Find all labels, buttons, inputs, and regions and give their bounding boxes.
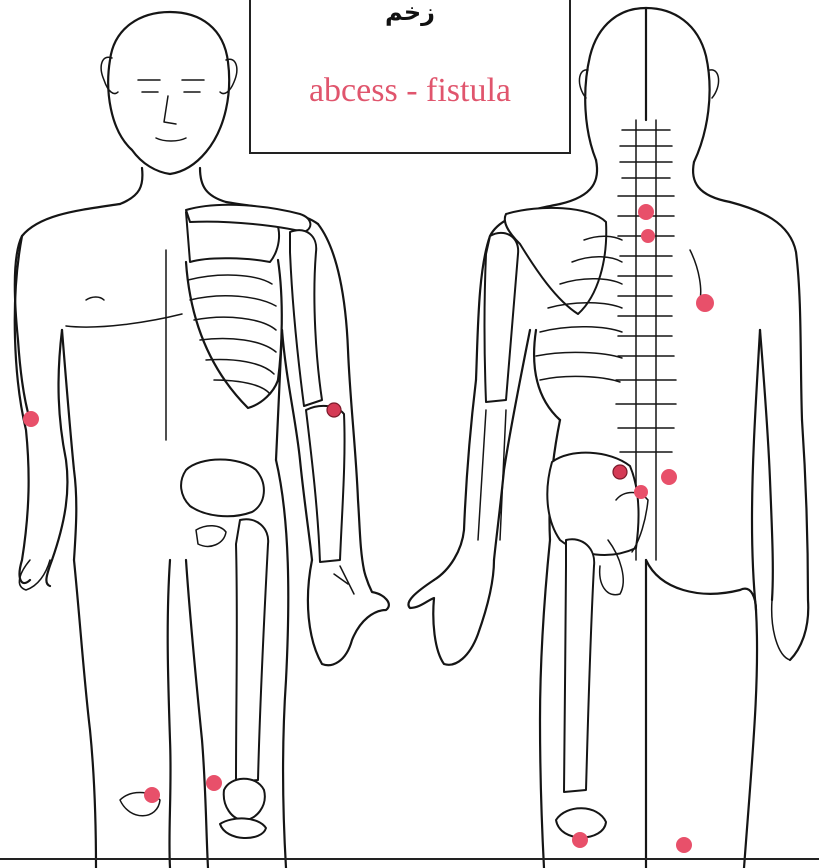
front-nipple xyxy=(86,297,104,300)
back-scapula xyxy=(505,208,606,314)
point-marker xyxy=(327,403,341,417)
front-neck-left xyxy=(120,168,142,204)
back-neck-left xyxy=(560,160,597,204)
back-ear-right xyxy=(710,70,719,98)
back-shoulderblade-right xyxy=(690,250,701,300)
front-knee xyxy=(224,779,265,820)
front-forearm xyxy=(306,406,345,562)
point-marker xyxy=(572,832,588,848)
front-chest-line xyxy=(66,314,182,327)
point-marker xyxy=(641,229,655,243)
back-humerus xyxy=(485,233,519,402)
front-leg-left-inner xyxy=(168,560,171,868)
back-arm-left-outer xyxy=(434,380,476,580)
point-marker xyxy=(661,469,677,485)
front-mouth xyxy=(156,138,186,141)
front-hand-left xyxy=(19,560,50,590)
front-pubis xyxy=(196,526,226,547)
point-marker xyxy=(634,485,648,499)
back-neck-right xyxy=(693,162,730,202)
front-leg-left-outer xyxy=(74,560,96,868)
front-hand-bones xyxy=(334,566,354,594)
back-femur xyxy=(564,539,594,792)
front-femur xyxy=(236,519,268,782)
point-marker xyxy=(696,294,714,312)
point-marker xyxy=(144,787,160,803)
back-hand-right xyxy=(772,600,790,660)
title-box: زخم abcess - fistula xyxy=(249,0,571,154)
front-tibia-head xyxy=(220,818,266,838)
point-marker xyxy=(613,465,627,479)
front-pelvis xyxy=(181,460,264,517)
point-marker xyxy=(676,837,692,853)
front-ribcage xyxy=(186,206,282,408)
point-marker xyxy=(23,411,39,427)
back-waist-right xyxy=(752,330,760,610)
front-leg-right-outer xyxy=(276,460,288,868)
front-nose xyxy=(164,96,176,124)
front-head-outline xyxy=(108,12,229,174)
back-arm-right-outer xyxy=(790,420,808,660)
point-marker xyxy=(206,775,222,791)
arabic-label: زخم xyxy=(251,0,569,26)
back-leg-left-outer xyxy=(540,540,550,868)
bottom-border xyxy=(0,858,819,860)
english-label: abcess - fistula xyxy=(251,72,569,110)
front-leg-right-inner xyxy=(186,560,208,868)
back-shoulder-right xyxy=(730,202,802,420)
front-neck-right xyxy=(200,168,226,202)
back-head-outline xyxy=(585,8,709,162)
back-forearm xyxy=(478,410,506,540)
point-marker xyxy=(638,204,654,220)
back-hand-left xyxy=(408,560,494,665)
back-leg-right-outer xyxy=(744,610,757,868)
front-humerus xyxy=(290,230,322,406)
front-hand-right xyxy=(308,560,389,665)
back-arm-right-inner xyxy=(760,330,773,600)
back-buttock-right xyxy=(646,560,756,610)
